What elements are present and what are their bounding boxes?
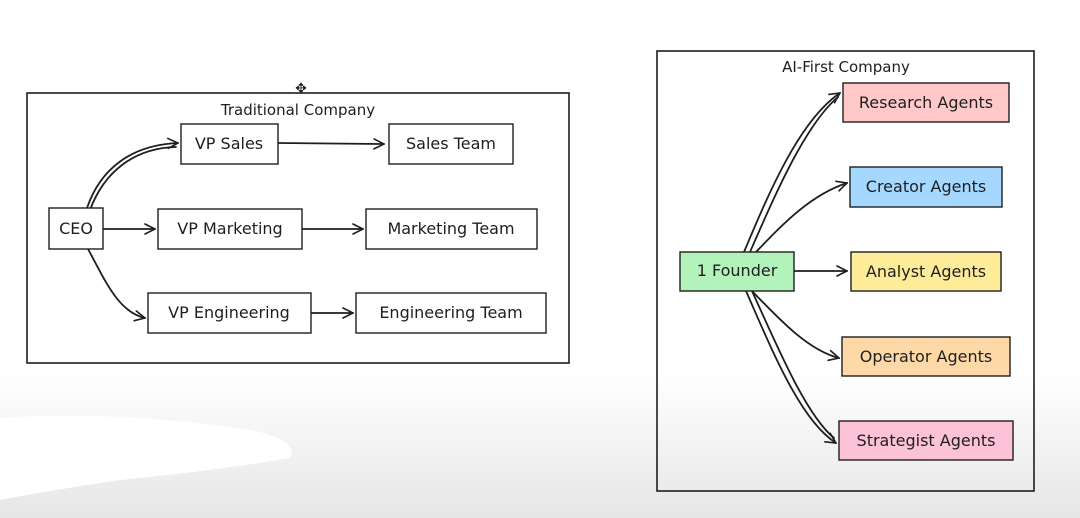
node-research-agents-label: Research Agents	[859, 93, 993, 112]
node-ceo-label: CEO	[59, 219, 93, 238]
node-vp-marketing[interactable]: VP Marketing	[157, 208, 303, 250]
edge-ceo-vp-sales-2	[89, 146, 177, 211]
edge-founder-strategist	[745, 290, 836, 443]
edge-vp-sales-sales-team	[277, 143, 384, 144]
node-strategist-agents-label: Strategist Agents	[857, 431, 996, 450]
node-founder[interactable]: 1 Founder	[679, 251, 795, 292]
node-engineering-team-label: Engineering Team	[379, 303, 522, 322]
node-strategist-agents[interactable]: Strategist Agents	[838, 420, 1014, 461]
node-marketing-team-label: Marketing Team	[387, 219, 514, 238]
node-ceo[interactable]: CEO	[48, 207, 104, 250]
edge-founder-strategist-2	[751, 290, 835, 439]
node-research-agents[interactable]: Research Agents	[842, 82, 1010, 123]
node-operator-agents-label: Operator Agents	[860, 347, 992, 366]
node-sales-team-label: Sales Team	[406, 134, 496, 153]
node-vp-engineering[interactable]: VP Engineering	[147, 292, 312, 334]
traditional-company-frame: Traditional Company ✥	[26, 81, 570, 364]
node-vp-sales-label: VP Sales	[195, 134, 263, 153]
node-analyst-agents-label: Analyst Agents	[866, 262, 986, 281]
edge-ceo-vp-sales	[86, 143, 178, 209]
white-smudge	[0, 415, 292, 500]
node-vp-sales[interactable]: VP Sales	[180, 123, 279, 165]
node-marketing-team[interactable]: Marketing Team	[365, 208, 538, 250]
node-vp-engineering-label: VP Engineering	[168, 303, 290, 322]
ai-first-company-title: AI-First Company	[782, 58, 910, 76]
ai-first-company-frame: AI-First Company	[656, 50, 1035, 492]
node-creator-agents[interactable]: Creator Agents	[849, 166, 1003, 208]
edge-founder-research-2	[749, 96, 839, 253]
node-creator-agents-label: Creator Agents	[866, 177, 986, 196]
node-vp-marketing-label: VP Marketing	[177, 219, 282, 238]
edge-founder-creator	[755, 183, 847, 253]
node-founder-label: 1 Founder	[697, 261, 778, 280]
node-operator-agents[interactable]: Operator Agents	[841, 336, 1011, 377]
edge-ceo-vp-engineering	[87, 248, 145, 318]
traditional-company-title: Traditional Company	[220, 101, 375, 119]
edge-founder-operator	[751, 290, 839, 358]
node-sales-team[interactable]: Sales Team	[388, 123, 514, 165]
node-engineering-team[interactable]: Engineering Team	[355, 292, 547, 334]
node-analyst-agents[interactable]: Analyst Agents	[850, 251, 1002, 292]
edge-founder-research	[743, 93, 840, 253]
move-cursor-icon: ✥	[295, 81, 307, 97]
traditional-edges	[86, 143, 384, 318]
ai-first-edges	[743, 93, 847, 443]
